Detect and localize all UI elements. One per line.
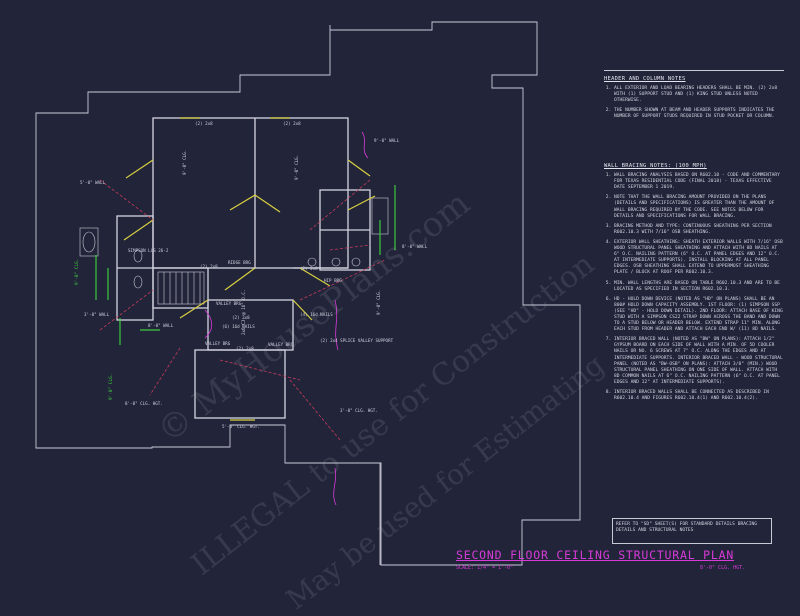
nails-label: (4) 16d NAILS	[300, 312, 333, 317]
note-item: EXTERIOR WALL SHEATHING: SHEATH EXTERIOR…	[614, 240, 784, 277]
wall-label: 8'-0" CLG. HGT.	[125, 401, 163, 406]
leader-lines	[204, 131, 369, 506]
ceiling-height-label: 3'-0" CLG. HGT.	[340, 408, 378, 413]
header-column-notes: HEADER AND COLUMN NOTES ALL EXTERIOR AND…	[604, 76, 784, 125]
ceiling-label: 9'-0" CLG.	[376, 290, 381, 315]
wall-label: 8'-0" WALL	[148, 323, 174, 328]
reference-note-box	[612, 518, 772, 544]
header-column-notes-heading: HEADER AND COLUMN NOTES	[604, 76, 686, 82]
note-item: WALL BRACING ANALYSIS BASED ON R602.10 -…	[614, 173, 784, 191]
ceiling-label: 9'-0" CLG.	[108, 374, 114, 400]
wall-bracing-notes-heading: WALL BRACING NOTES: (100 MPH)	[604, 163, 707, 169]
ceiling-height-label: 5'-0" CLG. HGT.	[222, 424, 260, 429]
wall-label: 8'-0" WALL	[402, 244, 428, 249]
note-item: INTERIOR BRACED WALLS SHALL BE CONNECTED…	[614, 390, 784, 402]
header-label: (2) 2x8	[232, 315, 250, 320]
header-label: (2) 2x8	[200, 264, 218, 269]
ceiling-label: 9'-0" CLG.	[74, 259, 80, 285]
wall-bracing-notes: WALL BRACING NOTES: (100 MPH) WALL BRACI…	[604, 163, 784, 406]
nails-label: (6) 16d NAILS	[222, 324, 255, 329]
ceiling-label: 9'-0" CLG.	[182, 150, 187, 175]
wall-label: 9'-0" WALL	[374, 138, 400, 143]
building-outline	[35, 21, 581, 566]
floor-plan-drawing: (2) 2x8 (2) 2x8 (2) 2x8 (2) 2x8 (2) 2x8 …	[35, 21, 581, 566]
ceiling-height-note: 8'-0" CLG. HGT.	[700, 565, 746, 571]
note-item: HD - HOLD DOWN DEVICE (NOTED AS "HD" ON …	[614, 297, 784, 334]
valley-label: VALLEY BRG	[268, 342, 294, 347]
ceiling-label: 2x6 CJ. @ 16" O.C.	[241, 290, 246, 335]
header-label: (2) 2x8	[236, 346, 254, 351]
ridge-label: RIDGE BRG	[228, 260, 251, 265]
ceiling-label: 9'-0" CLG.	[294, 155, 299, 180]
valley-label: VALLEY BRG	[216, 301, 242, 306]
scale-label: SCALE: 1/4" = 1'-0"	[456, 565, 514, 571]
notes-divider	[604, 70, 784, 72]
note-item: INTERIOR BRACED WALL (NOTED AS "BW" ON P…	[614, 337, 784, 386]
braced-wall-markers	[95, 185, 396, 345]
note-item: THE NUMBER SHOWN AT BEAM AND HEADER SUPP…	[614, 108, 784, 120]
interior-walls	[116, 117, 371, 419]
note-item: BRACING METHOD AND TYPE: CONTINUOUS SHEA…	[614, 224, 784, 236]
header-label: (2) 2x8	[300, 266, 318, 271]
note-item: NOTE THAT THE WALL BRACING AMOUNT PROVID…	[614, 195, 784, 219]
support-label: (2) 2x4 SPLICE VALLEY SUPPORT	[320, 338, 394, 343]
dimension-callouts	[99, 179, 386, 441]
wall-label: 3'-0" WALL	[84, 312, 110, 317]
note-item: ALL EXTERIOR AND LOAD BEARING HEADERS SH…	[614, 86, 784, 104]
bearing-lines	[123, 117, 376, 421]
wall-label: 5'-0" WALL	[80, 180, 106, 185]
header-label: (2) 2x8	[195, 121, 213, 126]
valley-label: VALLEY BRG	[205, 341, 231, 346]
reference-note: REFER TO "SD" SHEET(S) FOR STANDARD DETA…	[616, 522, 758, 533]
hip-label: HIP BRG	[324, 278, 342, 283]
header-label: (2) 2x8	[283, 121, 301, 126]
note-item: MIN. WALL LENGTHS ARE BASED ON TABLE R60…	[614, 281, 784, 293]
simpson-label: SIMPSON LUS 26-2	[128, 248, 169, 253]
stairs	[157, 271, 205, 305]
drawing-title: SECOND FLOOR CEILING STRUCTURAL PLAN	[456, 548, 735, 562]
